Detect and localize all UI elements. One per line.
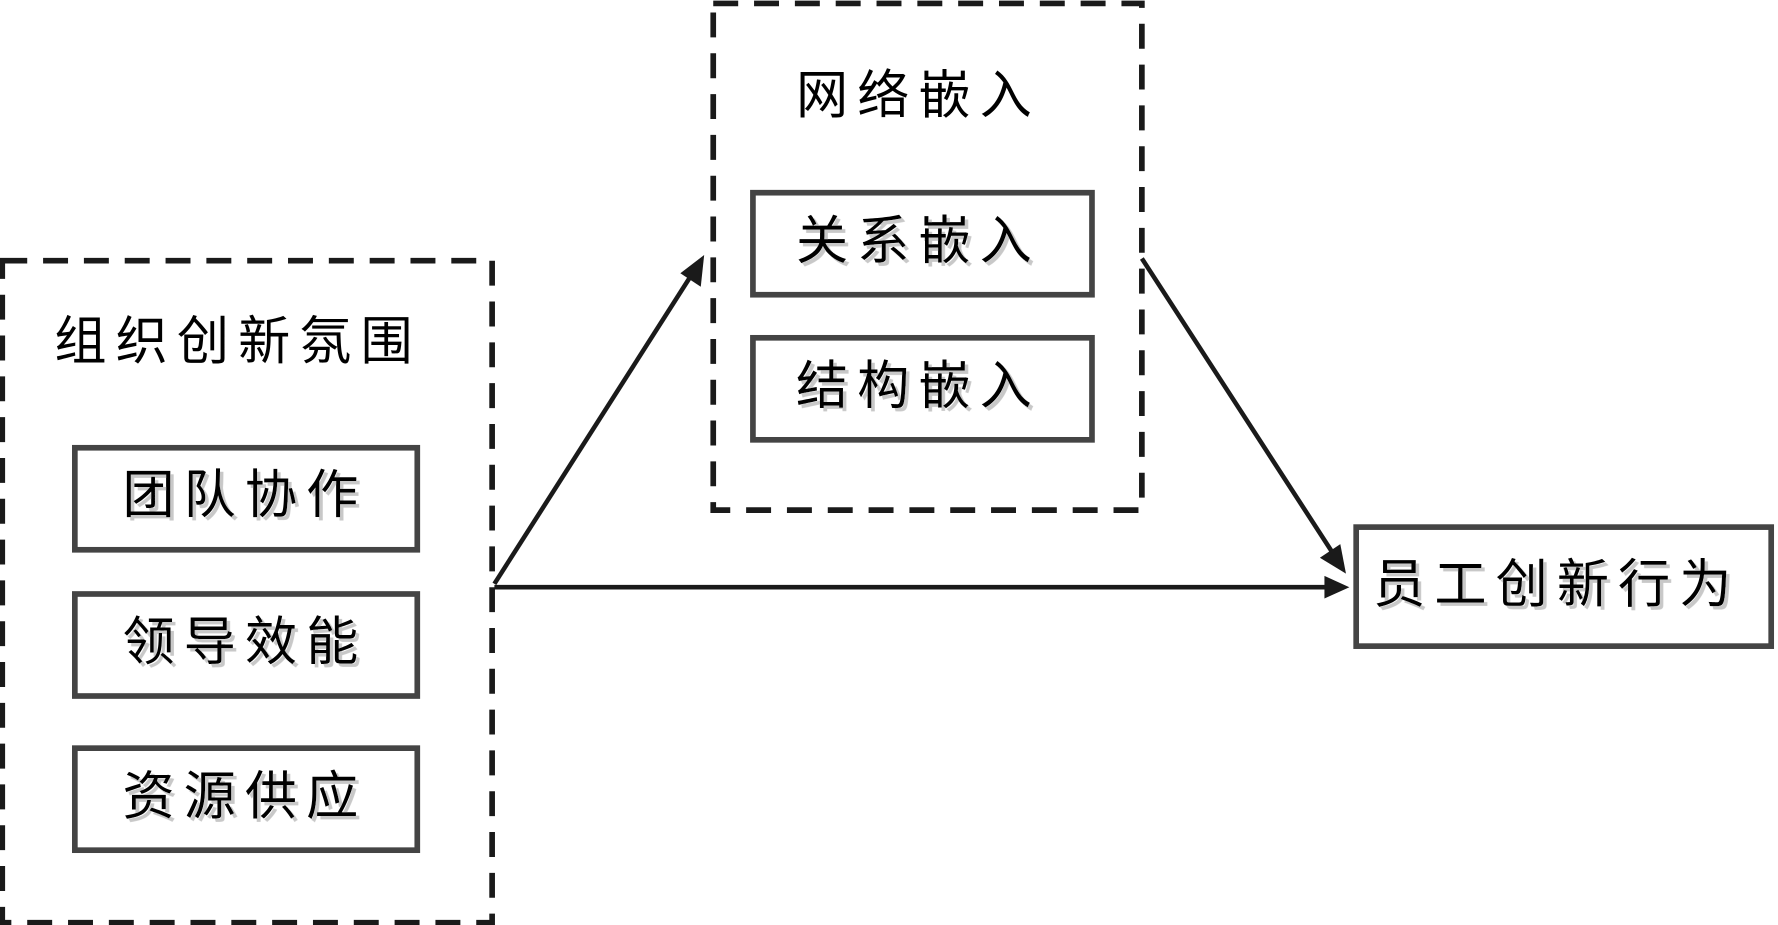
network-item-label: 结构嵌入 [796, 356, 1041, 416]
climate-group-border [0, 257, 495, 925]
outcome-box: 员工创新行为 [1353, 524, 1775, 649]
arrowhead-icon [680, 255, 705, 287]
climate-item-box: 团队协作 [72, 444, 421, 553]
outcome-border [1353, 524, 1775, 649]
network-group-border [710, 0, 1145, 513]
network-item-box: 关系嵌入 [750, 189, 1095, 298]
network-item-border [750, 189, 1095, 298]
network-group: 网络嵌入 关系嵌入 结构嵌入 [710, 0, 1145, 513]
edge-network-to-outcome [1139, 257, 1346, 574]
arrowhead-icon [1324, 575, 1350, 599]
climate-item-label: 团队协作 [122, 465, 367, 525]
climate-group: 组织创新氛围 团队协作 领导效能 资源供应 [0, 257, 495, 925]
edge-climate-to-network [492, 255, 705, 586]
climate-item-border [72, 591, 421, 699]
outcome-label: 员工创新行为 [1373, 555, 1740, 615]
network-item-box: 结构嵌入 [750, 334, 1095, 443]
climate-item-box: 领导效能 [72, 591, 421, 699]
network-group-title: 网络嵌入 [796, 66, 1041, 126]
network-item-border [750, 334, 1095, 443]
climate-item-border [72, 444, 421, 553]
climate-item-label: 资源供应 [122, 767, 367, 827]
arrowhead-icon [1319, 544, 1346, 574]
climate-item-border [72, 745, 421, 854]
climate-item-box: 资源供应 [72, 745, 421, 854]
edge-climate-to-outcome [494, 575, 1350, 599]
arrow-line [1139, 257, 1340, 563]
network-item-label: 关系嵌入 [796, 211, 1041, 271]
climate-group-title: 组织创新氛围 [54, 312, 421, 372]
climate-item-label: 领导效能 [122, 613, 367, 673]
arrow-line [492, 266, 699, 586]
